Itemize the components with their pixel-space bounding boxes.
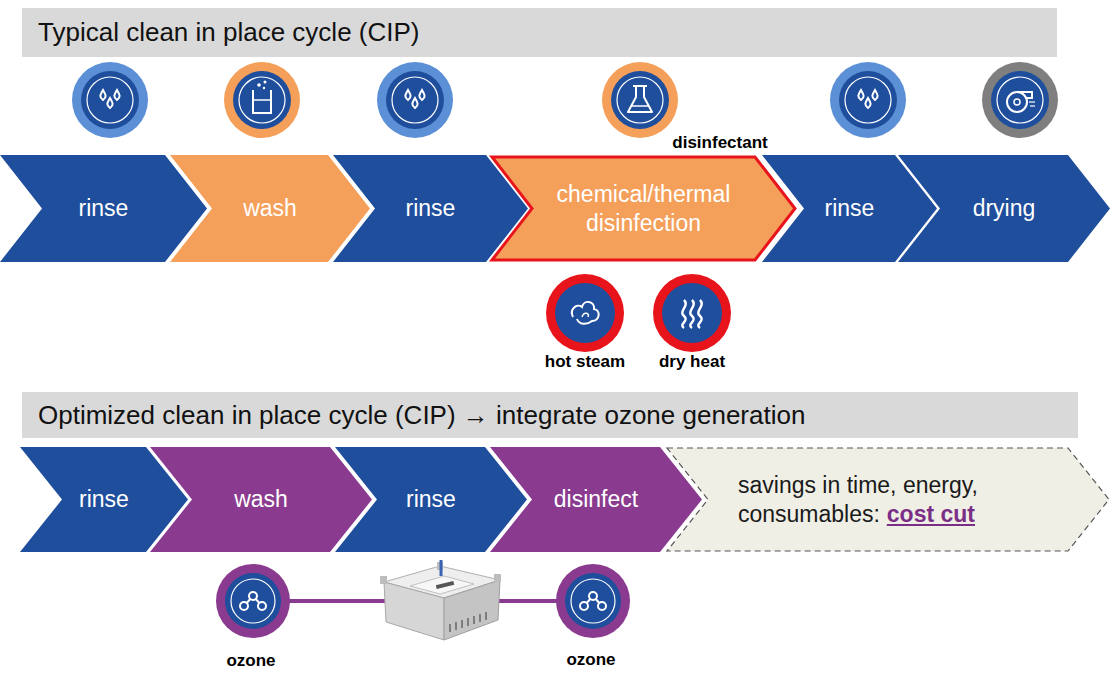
ozone-label: ozone: [566, 650, 615, 670]
water-icon: [830, 62, 906, 138]
chevron-outline: [898, 155, 1110, 262]
text-holder: wash: [216, 159, 324, 258]
step-chevron: drying: [898, 155, 1110, 262]
text-holder: Typical clean in place cycle (CIP): [38, 8, 1049, 57]
text-holder: rinse: [381, 451, 481, 548]
chevron-shape: [490, 155, 797, 262]
text-block: chemical/thermal disinfection: [536, 180, 751, 238]
highlight-text: cost cut: [887, 501, 975, 527]
heat-icon: [653, 274, 731, 352]
text-holder: rinse: [379, 159, 482, 258]
method-label: hot steam: [545, 352, 625, 372]
text-block: rinse: [406, 485, 456, 514]
step-text: rinse: [825, 195, 875, 221]
text-block: drying: [973, 194, 1036, 223]
step-text: rinse: [406, 195, 456, 221]
step-text: rinse: [406, 486, 456, 512]
chevron-outline: [170, 155, 370, 262]
chevron-outline: [490, 447, 702, 552]
step-text: rinse: [79, 195, 129, 221]
step-text: wash: [243, 195, 297, 221]
heading-band: Optimized clean in place cycle (CIP) → i…: [22, 392, 1078, 438]
step-text: Optimized clean in place cycle (CIP) → i…: [38, 400, 805, 430]
text-block: disinfect: [554, 485, 638, 514]
text-block: rinse: [79, 485, 129, 514]
text-block: wash: [243, 194, 297, 223]
ozone-icon: [556, 564, 630, 638]
flask-icon: [602, 62, 678, 138]
water-icon: [72, 62, 148, 138]
chevron-outline: [333, 155, 528, 262]
text-block: Typical clean in place cycle (CIP): [38, 17, 419, 48]
text-holder: rinse: [66, 451, 142, 548]
text-holder: savings in time, energy, consumables:cos…: [738, 451, 1048, 548]
step-text: drying: [973, 195, 1036, 221]
detergent-icon: [224, 62, 300, 138]
steam-icon: [546, 274, 624, 352]
step-chevron: rinse: [0, 155, 207, 262]
step-chevron: chemical/thermal disinfection: [490, 155, 797, 262]
step-text: disinfect: [554, 486, 638, 512]
chevron-outline: [335, 447, 527, 552]
text-block: Optimized clean in place cycle (CIP) → i…: [38, 400, 805, 431]
chevron-outline: [492, 157, 795, 260]
ozone-icon: [216, 564, 290, 638]
step-text: wash: [234, 486, 288, 512]
savings-chevron: savings in time, energy, consumables:cos…: [666, 447, 1110, 552]
text-holder: rinse: [808, 159, 891, 258]
text-holder: wash: [196, 451, 326, 548]
step-chevron: wash: [170, 155, 370, 262]
chevron-outline: [150, 447, 372, 552]
text-block: rinse: [79, 194, 129, 223]
step-text: rinse: [79, 486, 129, 512]
step-text: chemical/thermal disinfection: [557, 181, 731, 236]
ozone-generator: [380, 560, 501, 640]
step-chevron: rinse: [335, 447, 527, 552]
chevron-outline: [0, 155, 207, 262]
chemical-label: disinfectant: [672, 133, 767, 153]
chevron-outline: [667, 448, 1109, 551]
text-block: savings in time, energy, consumables:cos…: [738, 471, 1048, 529]
heading-band: Typical clean in place cycle (CIP): [22, 8, 1057, 57]
water-icon: [377, 62, 453, 138]
text-holder: disinfect: [536, 451, 656, 548]
text-holder: Optimized clean in place cycle (CIP) → i…: [38, 392, 1070, 438]
step-text: Typical clean in place cycle (CIP): [38, 17, 419, 47]
step-chevron: disinfect: [490, 447, 702, 552]
text-holder: drying: [944, 159, 1064, 258]
ozone-label: ozone: [226, 651, 275, 671]
step-chevron: wash: [150, 447, 372, 552]
text-block: rinse: [406, 194, 456, 223]
chevron-shape: [666, 447, 1110, 552]
text-holder: rinse: [46, 159, 161, 258]
step-chevron: rinse: [333, 155, 528, 262]
blower-icon: [982, 62, 1058, 138]
text-block: wash: [234, 485, 288, 514]
method-label: dry heat: [659, 352, 725, 372]
text-holder: chemical/thermal disinfection: [536, 159, 751, 258]
text-block: rinse: [825, 194, 875, 223]
